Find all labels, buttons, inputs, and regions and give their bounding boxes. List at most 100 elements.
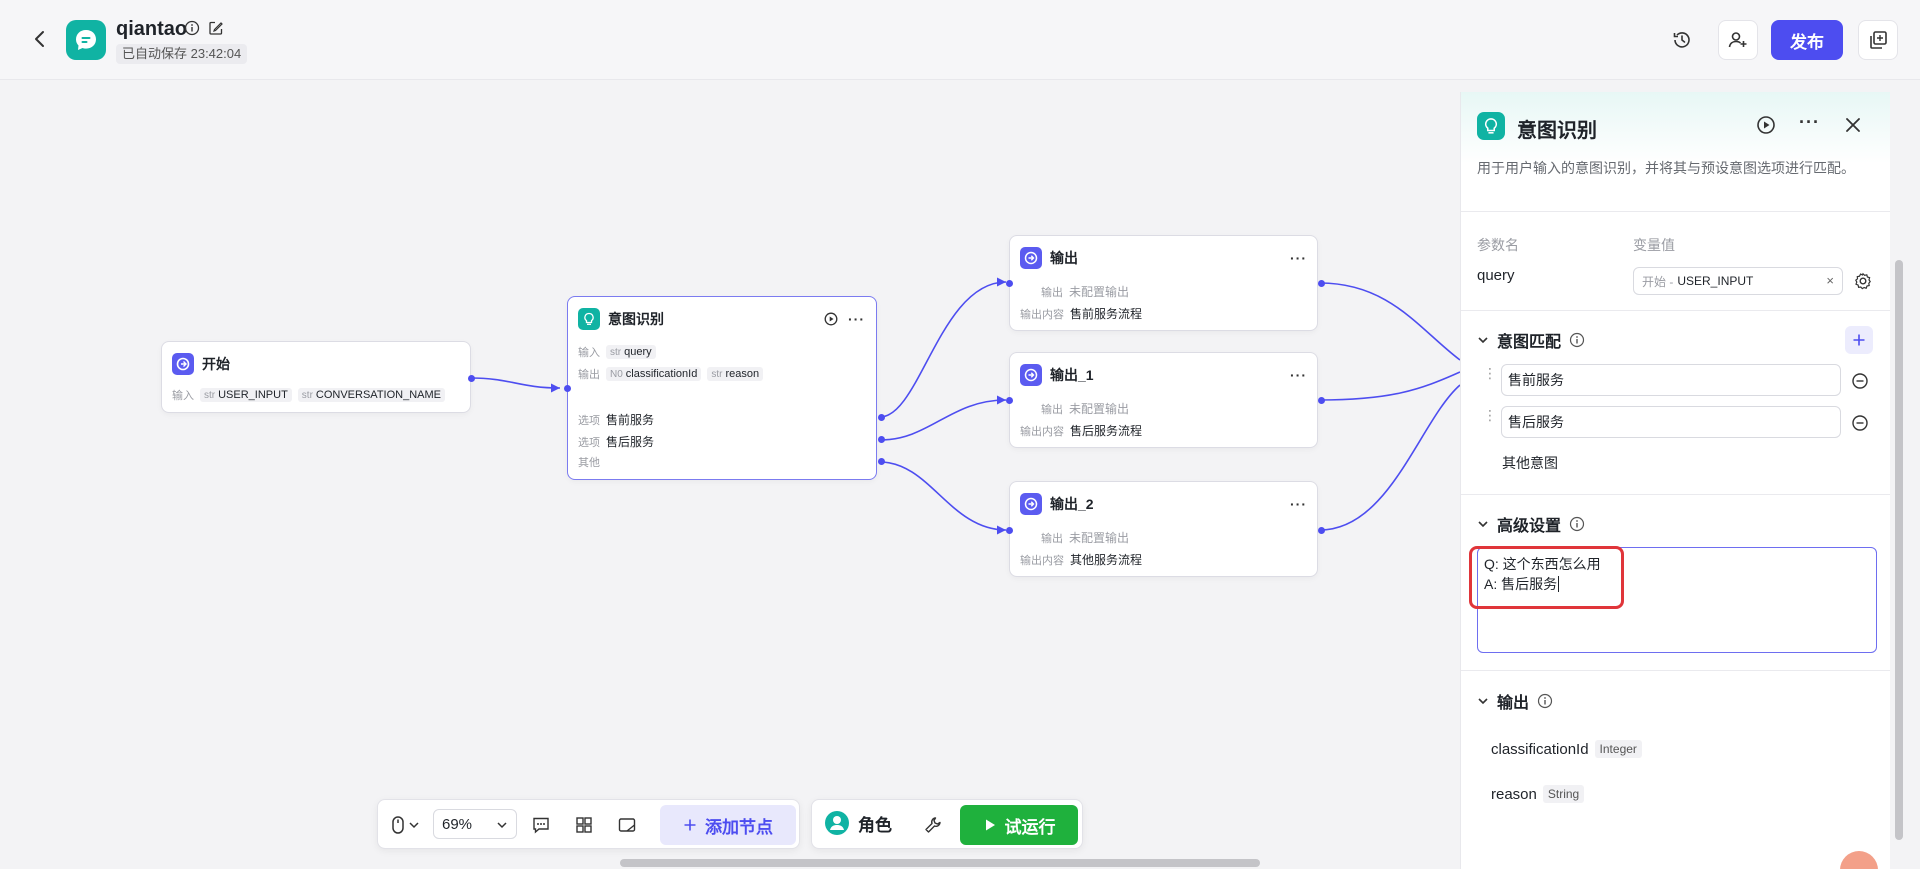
chevron-down-icon <box>1478 521 1488 528</box>
intent-option-port[interactable] <box>878 436 885 443</box>
interaction-mode-button[interactable] <box>388 812 424 838</box>
info-icon[interactable] <box>1569 516 1585 532</box>
intent-option-label: 选项 <box>578 414 600 427</box>
play-icon <box>985 819 995 831</box>
output-2-node[interactable]: 输出_2 ··· 输出未配置输出 输出内容其他服务流程 <box>1006 481 1325 577</box>
more-icon[interactable]: ··· <box>1799 112 1820 132</box>
output-input-port[interactable] <box>1006 527 1013 534</box>
app-name: qiantao <box>116 18 188 40</box>
output-node-title: 输出 <box>1050 250 1078 266</box>
output-var-name: reason <box>1491 785 1537 803</box>
intent-input-port[interactable] <box>564 385 571 392</box>
output-section-title[interactable]: 输出 <box>1477 689 1553 713</box>
intent-option: 售后服务 <box>606 435 655 449</box>
param-value-header: 变量值 <box>1633 237 1675 253</box>
canvas-scrollbar[interactable] <box>620 859 1260 867</box>
textarea-line: A: 售后服务 <box>1484 576 1558 592</box>
history-button[interactable] <box>1662 20 1702 60</box>
output-content-label: 输出内容 <box>1020 425 1064 438</box>
output-node[interactable]: 输出 ··· 输出未配置输出 输出内容售前服务流程 <box>1006 235 1325 331</box>
info-icon[interactable] <box>1537 693 1553 709</box>
close-icon[interactable] <box>1845 117 1861 133</box>
mouse-icon <box>392 816 419 834</box>
history-icon <box>1673 32 1690 48</box>
more-icon[interactable]: ··· <box>1290 250 1307 266</box>
edit-icon[interactable] <box>208 20 224 36</box>
advanced-prompt-textarea[interactable]: Q: 这个东西怎么用 A: 售后服务 <box>1477 547 1877 653</box>
output-content-label: 输出内容 <box>1020 308 1064 321</box>
zoom-select[interactable]: 69% <box>433 809 517 839</box>
clear-icon[interactable]: × <box>1826 273 1834 288</box>
add-intent-button[interactable] <box>1845 326 1873 354</box>
play-circle-icon[interactable] <box>1756 115 1776 135</box>
intent-option-port[interactable] <box>878 414 885 421</box>
assistant-avatar[interactable] <box>1840 851 1878 869</box>
remove-circle-icon[interactable] <box>1851 372 1869 390</box>
start-output-port[interactable] <box>468 375 475 382</box>
more-icon[interactable]: ··· <box>1290 496 1307 512</box>
output-1-node[interactable]: 输出_1 ··· 输出未配置输出 输出内容售后服务流程 <box>1006 352 1325 448</box>
edge-output2-next <box>1319 384 1460 531</box>
output-node-title: 输出_2 <box>1050 496 1094 512</box>
play-circle-icon[interactable] <box>824 312 838 326</box>
intent-input-label: 输入 <box>578 347 600 359</box>
output-value: 未配置输出 <box>1069 531 1130 545</box>
info-icon[interactable] <box>1569 332 1585 348</box>
copy-icon <box>1870 31 1887 49</box>
publish-button[interactable]: 发布 <box>1771 20 1843 60</box>
more-icon[interactable]: ··· <box>848 311 865 327</box>
output-output-port[interactable] <box>1318 280 1325 287</box>
output-output-port[interactable] <box>1318 527 1325 534</box>
intent-other-port[interactable] <box>878 458 885 465</box>
output-content: 其他服务流程 <box>1070 553 1143 567</box>
info-icon[interactable] <box>184 20 200 36</box>
comment-button[interactable] <box>528 812 554 838</box>
intent-section-title[interactable]: 意图匹配 <box>1477 328 1585 352</box>
tools-button[interactable] <box>920 812 946 838</box>
gear-icon[interactable] <box>1854 272 1872 290</box>
intent-option-field[interactable]: 售前服务 <box>1501 364 1841 396</box>
edge-intent-output <box>879 281 1007 418</box>
autosave-status: 已自动保存 23:42:04 <box>116 44 248 64</box>
more-icon[interactable]: ··· <box>1290 367 1307 383</box>
copy-button[interactable] <box>1858 20 1898 60</box>
output-input-port[interactable] <box>1006 397 1013 404</box>
layout-button[interactable] <box>571 812 597 838</box>
remove-circle-icon[interactable] <box>1851 414 1869 432</box>
output-var-type: Integer <box>1594 740 1642 758</box>
output-content: 售后服务流程 <box>1070 424 1143 438</box>
intent-node-title: 意图识别 <box>608 311 664 327</box>
intent-option-field[interactable]: 售后服务 <box>1501 406 1841 438</box>
output-input-port[interactable] <box>1006 280 1013 287</box>
intent-other-label: 其他 <box>578 457 600 469</box>
add-node-button[interactable]: 添加节点 <box>660 805 796 845</box>
output-var-type: String <box>1542 785 1585 803</box>
canvas-toolbar: 69% 添加节点 <box>377 799 800 849</box>
panel-scrollbar[interactable] <box>1895 260 1903 840</box>
text-cursor <box>1558 576 1560 592</box>
trial-run-button[interactable]: 试运行 <box>960 805 1078 845</box>
collaborators-button[interactable] <box>1718 20 1758 60</box>
grid-icon <box>576 817 592 833</box>
advanced-section-title[interactable]: 高级设置 <box>1477 512 1585 536</box>
output-output-port[interactable] <box>1318 397 1325 404</box>
textarea-line: Q: 这个东西怎么用 <box>1484 556 1601 572</box>
start-icon <box>172 353 194 375</box>
output-var-row: classificationId Integer <box>1491 740 1642 758</box>
chevron-down-icon <box>1478 337 1488 344</box>
minimap-button[interactable] <box>614 812 640 838</box>
back-arrow-icon[interactable] <box>28 27 52 51</box>
param-name: query <box>1477 267 1515 284</box>
output-icon <box>1020 493 1042 515</box>
node-config-panel: 意图识别 ··· 用于用户输入的意图识别，并将其与预设意图选项进行匹配。 参数名… <box>1460 92 1890 869</box>
intent-option-label: 选项 <box>578 436 600 449</box>
workflow-edges <box>470 277 1460 535</box>
role-button[interactable]: 角色 <box>824 810 892 836</box>
app-logo <box>66 20 106 60</box>
lightbulb-icon <box>578 308 600 330</box>
output-icon <box>1020 364 1042 386</box>
param-value-field[interactable]: 开始 - USER_INPUT × <box>1633 267 1843 295</box>
